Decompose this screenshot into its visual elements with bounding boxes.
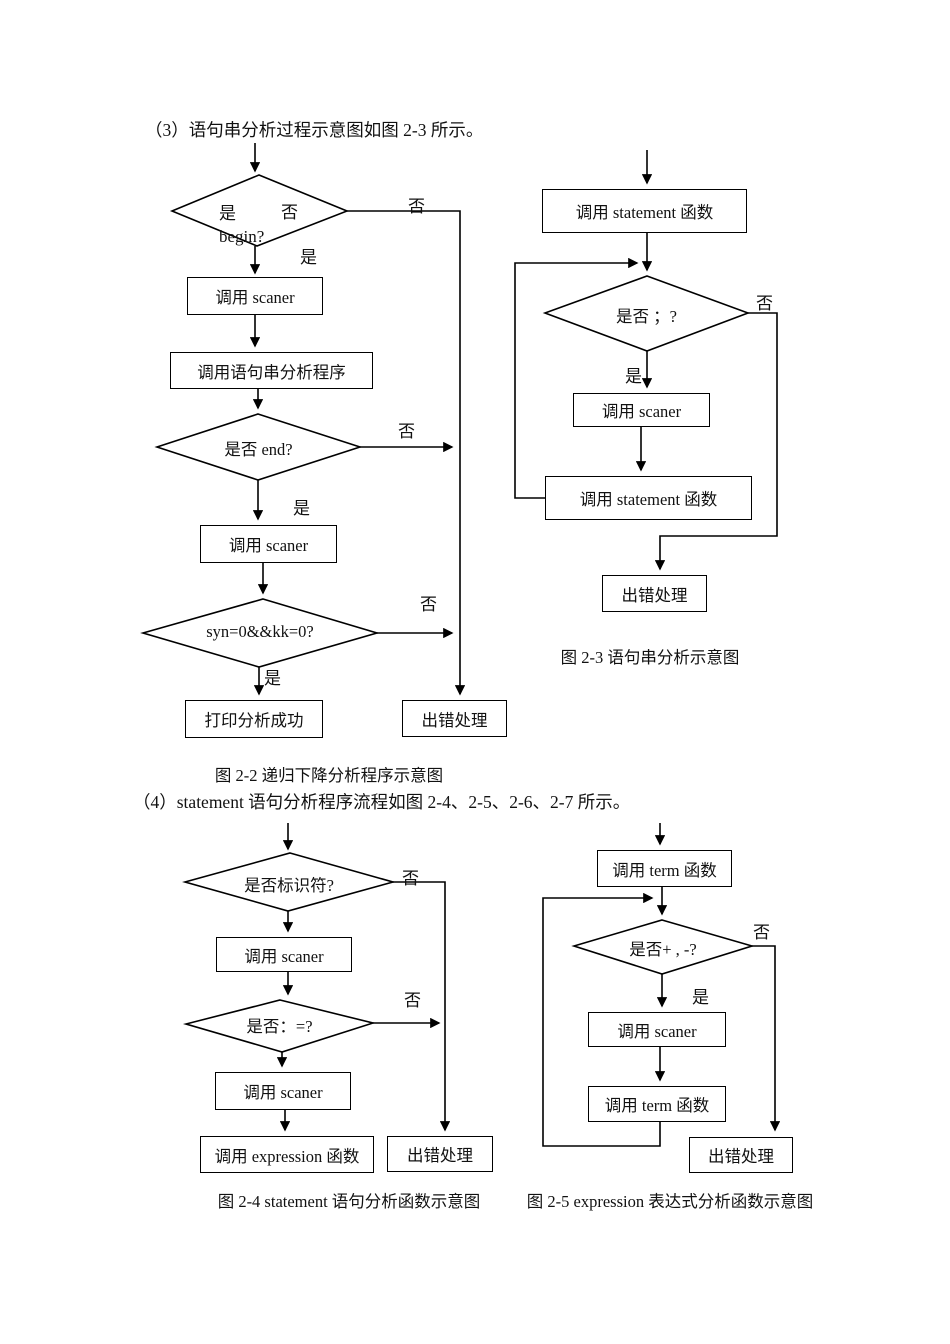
fig24-box-expression: 调用 expression 函数 xyxy=(200,1136,374,1173)
fig22-d3-text: syn=0&&kk=0? xyxy=(206,622,314,641)
fig24-no-label-2: 否 xyxy=(404,991,421,1010)
fig22-box-scaner-2: 调用 scaner xyxy=(200,525,337,563)
fig25-box-term-2: 调用 term 函数 xyxy=(588,1086,726,1122)
fig25-box-term-1: 调用 term 函数 xyxy=(597,850,732,887)
fig22-no-branch-line xyxy=(347,210,466,696)
paragraph-4: （4）statement 语句分析程序流程如图 2-4、2-5、2-6、2-7 … xyxy=(133,792,631,812)
fig24-no-branch-line xyxy=(393,881,451,1132)
fig25-loop-line xyxy=(542,892,661,1147)
fig23-box-statement-1: 调用 statement 函数 xyxy=(542,189,747,233)
fig23-box-statement-2: 调用 statement 函数 xyxy=(545,476,752,520)
fig22-d1-no-text: 否 xyxy=(281,203,298,222)
fig23-box-error: 出错处理 xyxy=(602,575,707,612)
fig22-yes-label-3: 是 xyxy=(264,669,281,688)
fig24-lines xyxy=(182,823,451,1132)
fig23-caption: 图 2-3 语句串分析示意图 xyxy=(560,648,740,667)
fig22-yes-label-2: 是 xyxy=(293,499,310,518)
fig22-no-label-3: 否 xyxy=(420,595,437,614)
fig22-yes-label-1: 是 xyxy=(300,248,317,267)
fig22-diamond-begin xyxy=(169,174,350,247)
fig22-d1-cond-text: begin? xyxy=(219,227,265,246)
paragraph-3: （3）语句串分析过程示意图如图 2-3 所示。 xyxy=(145,120,484,140)
fig22-d1-yes-text: 是 xyxy=(219,204,236,223)
fig25-yes-label: 是 xyxy=(692,988,709,1007)
fig22-box-error: 出错处理 xyxy=(402,700,507,737)
fig22-box-series: 调用语句串分析程序 xyxy=(170,352,373,389)
fig22-caption: 图 2-2 递归下降分析程序示意图 xyxy=(214,766,444,785)
fig23-no-label: 否 xyxy=(756,294,773,313)
fig22-box-success: 打印分析成功 xyxy=(185,700,323,738)
fig23-d1-text: 是否 ；? xyxy=(616,307,677,326)
fig25-no-label: 否 xyxy=(753,923,770,942)
fig23-loop-line xyxy=(514,257,639,499)
fig25-d1-text: 是否+ , -? xyxy=(629,940,697,959)
fig23-box-scaner: 调用 scaner xyxy=(573,393,710,427)
fig24-box-scaner-1: 调用 scaner xyxy=(216,937,352,972)
fig25-box-scaner: 调用 scaner xyxy=(588,1012,726,1047)
fig24-no-label-1: 否 xyxy=(402,869,419,888)
fig24-caption: 图 2-4 statement 语句分析函数示意图 xyxy=(217,1192,481,1211)
fig22-no-label-2: 否 xyxy=(398,422,415,441)
fig22-lines xyxy=(140,143,466,696)
fig25-no-branch-line xyxy=(752,945,781,1132)
fig25-caption: 图 2-5 expression 表达式分析函数示意图 xyxy=(526,1192,814,1211)
fig24-box-error: 出错处理 xyxy=(387,1136,493,1172)
fig23-no-branch-line xyxy=(654,312,778,571)
fig25-box-error: 出错处理 xyxy=(689,1137,793,1173)
fig24-d1-text: 是否标识符? xyxy=(244,876,334,895)
fig23-lines xyxy=(514,150,778,571)
fig23-yes-label: 是 xyxy=(625,367,642,386)
fig24-box-scaner-2: 调用 scaner xyxy=(215,1072,351,1110)
fig25-lines xyxy=(542,823,781,1147)
fig22-box-scaner-1: 调用 scaner xyxy=(187,277,323,315)
fig24-d2-text: 是否：=? xyxy=(246,1017,313,1036)
fig22-d2-text: 是否 end? xyxy=(224,440,293,459)
fig22-no-label-1: 否 xyxy=(408,197,425,216)
